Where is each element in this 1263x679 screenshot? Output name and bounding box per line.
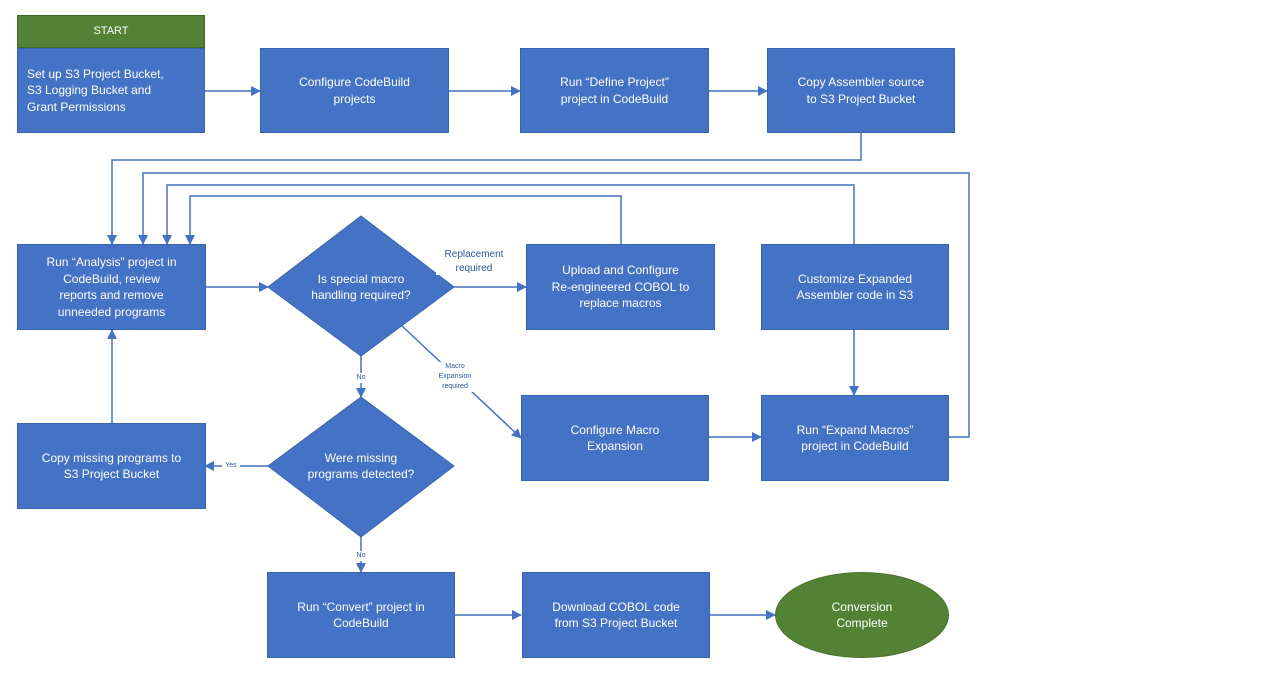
upload-cobol-node: Upload and Configure Re-engineered COBOL…	[526, 244, 715, 330]
configure-codebuild-node: Configure CodeBuild projects	[260, 48, 449, 133]
decision-macro-shape	[267, 215, 455, 357]
edge-customize-to-analysis	[162, 184, 855, 245]
decision-macro-label: Is special macro handling required?	[311, 271, 411, 303]
label-no-missing: No	[350, 551, 372, 561]
copy-missing-node: Copy missing programs to S3 Project Buck…	[17, 423, 206, 509]
edge-upload-to-analysis	[185, 195, 622, 245]
edge-copy-assembler-to-analysis	[107, 133, 862, 245]
copy-assembler-node: Copy Assembler source to S3 Project Buck…	[767, 48, 955, 133]
edge-expand-macros-to-analysis	[138, 172, 970, 438]
label-replacement-required: Replacement required	[436, 248, 512, 275]
label-yes-missing: Yes	[222, 461, 240, 471]
customize-expanded-node: Customize Expanded Assembler code in S3	[761, 244, 949, 330]
start-node: START	[17, 15, 205, 48]
decision-missing-label: Were missing programs detected?	[307, 450, 415, 482]
decision-missing-shape	[267, 396, 455, 538]
download-cobol-node: Download COBOL code from S3 Project Buck…	[522, 572, 710, 658]
run-convert-node: Run “Convert” project in CodeBuild	[267, 572, 455, 658]
label-macro-expansion-required: Macro Expansion required	[426, 362, 484, 392]
expand-macros-node: Run “Expand Macros” project in CodeBuild	[761, 395, 949, 481]
label-no-macro: No	[350, 373, 372, 383]
configure-macro-node: Configure Macro Expansion	[521, 395, 709, 481]
setup-buckets-node: Set up S3 Project Bucket, S3 Logging Buc…	[17, 48, 205, 133]
conversion-complete-node: Conversion Complete	[775, 572, 949, 658]
run-analysis-node: Run “Analysis” project in CodeBuild, rev…	[17, 244, 206, 330]
define-project-node: Run “Define Project” project in CodeBuil…	[520, 48, 709, 133]
